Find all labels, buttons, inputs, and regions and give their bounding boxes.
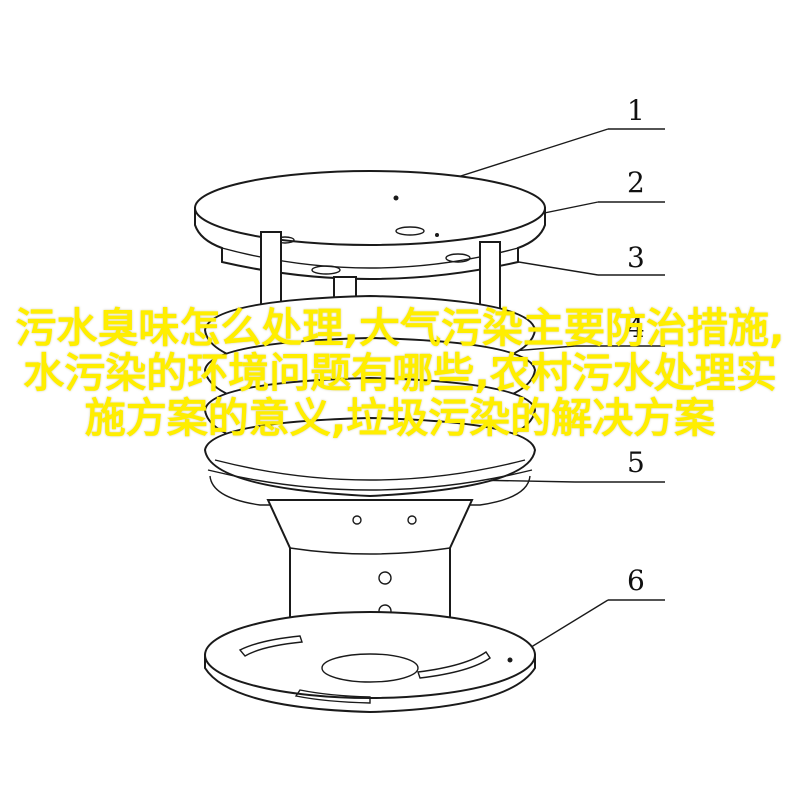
watermark-caption-overlay: 污水臭味怎么处理,大气污染主要防治措施,水污染的环境问题有哪些,农村污水处理实施…: [15, 304, 785, 442]
callout-6: 6: [627, 564, 645, 597]
callout-5: 5: [627, 446, 645, 479]
top-cap: [194, 170, 546, 280]
callout-3: 3: [627, 241, 645, 274]
callout-4: 4: [627, 311, 645, 344]
callout-2: 2: [627, 166, 645, 199]
callout-1: 1: [627, 94, 645, 127]
louver-plates: [203, 294, 537, 506]
callout-labels: 1 2 3 4 5 6: [627, 94, 645, 597]
mounting-flange: [204, 611, 536, 714]
